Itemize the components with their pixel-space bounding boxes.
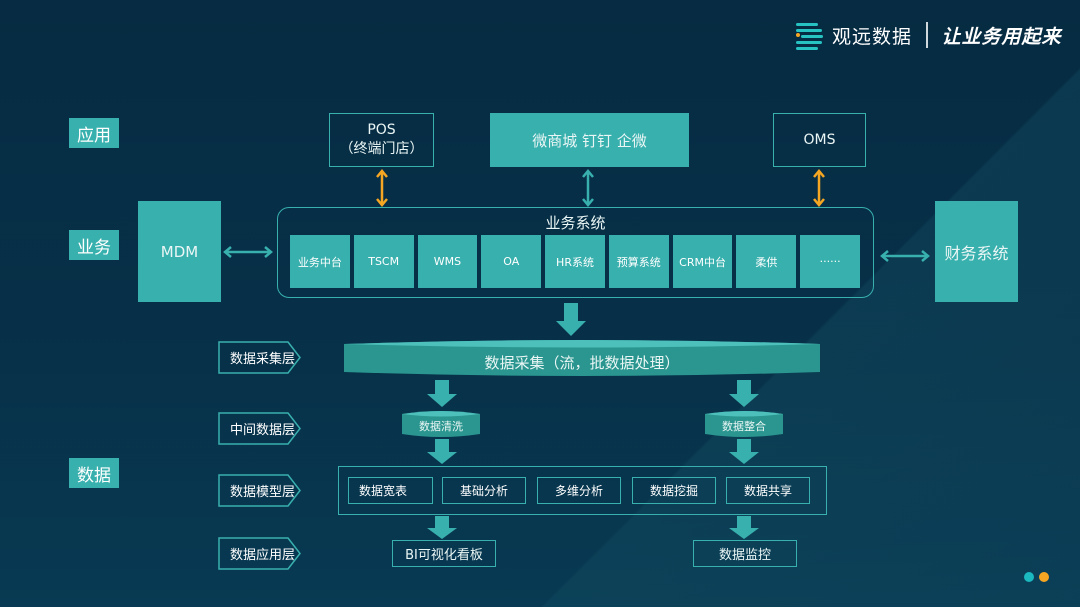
mdm-bidirectional-arrow-icon: [223, 246, 273, 258]
data-integration-label: 数据整合: [722, 420, 766, 433]
data-integration-cylinder: [705, 411, 783, 437]
model-box: 数据共享: [726, 477, 810, 504]
brand-slogan: 让业务用起来: [941, 25, 1062, 48]
data-model-group: [338, 466, 827, 515]
sublayer-label-collection: 数据采集层: [218, 341, 302, 374]
pos-title: POS: [367, 122, 396, 138]
data-collection-label: 数据采集（流，批数据处理）: [484, 353, 680, 372]
brand-name: 观远数据: [832, 25, 913, 48]
brand-divider: [926, 22, 928, 48]
finance-bidirectional-arrow-icon: [880, 250, 930, 262]
system-box: WMS: [417, 235, 478, 288]
down-arrow-icon: [729, 439, 759, 464]
finance-system-box: 财务系统: [935, 201, 1018, 302]
sublayer-label-text: 数据模型层: [229, 485, 295, 500]
system-box: HR系统: [545, 235, 605, 288]
system-box: CRM中台: [672, 235, 733, 288]
system-box: TSCM: [353, 235, 414, 288]
system-box: 柔供: [736, 235, 797, 288]
model-box: 数据挖掘: [632, 477, 716, 504]
oms-bidirectional-arrow-icon: [813, 169, 825, 207]
pos-subtitle: （终端门店）: [339, 141, 424, 157]
layer-tag-business: 业务: [69, 230, 119, 260]
brand-header: 观远数据 让业务用起来: [796, 20, 1062, 50]
down-arrow-icon: [556, 303, 586, 336]
bi-dashboard-box: BI可视化看板: [392, 540, 496, 567]
sublayer-label-middle: 中间数据层: [218, 412, 302, 445]
system-box: 预算系统: [608, 235, 669, 288]
channels-bidirectional-arrow-icon: [582, 169, 594, 207]
pos-box: POS （终端门店）: [329, 113, 434, 167]
data-cleaning-cylinder: [402, 411, 480, 437]
model-box: 基础分析: [442, 477, 526, 504]
sublayer-label-model: 数据模型层: [218, 474, 302, 507]
lines-logo-icon: [796, 22, 824, 50]
down-arrow-icon: [729, 516, 759, 539]
system-box: OA: [481, 235, 542, 288]
data-monitoring-box: 数据监控: [693, 540, 797, 567]
data-cleaning-label: 数据清洗: [419, 420, 463, 433]
data-collection-cylinder: [344, 340, 820, 376]
pagination-dot: [1039, 572, 1049, 582]
system-box: 业务中台: [290, 235, 350, 288]
system-box: ······: [800, 235, 861, 288]
business-systems-group: 业务系统: [277, 207, 874, 298]
model-box: 多维分析: [537, 477, 621, 504]
pagination-dot: [1024, 572, 1034, 582]
down-arrow-icon: [427, 439, 457, 464]
sublayer-label-text: 数据应用层: [229, 548, 295, 563]
sublayer-label-application: 数据应用层: [218, 537, 302, 570]
sublayer-label-text: 中间数据层: [229, 423, 295, 438]
sublayer-label-text: 数据采集层: [229, 352, 295, 367]
down-arrow-icon: [427, 380, 457, 407]
model-box: 数据宽表: [348, 477, 433, 504]
down-arrow-icon: [729, 380, 759, 407]
business-systems-row: 业务中台 TSCM WMS OA HR系统 预算系统 CRM中台 柔供 ····…: [290, 235, 861, 288]
down-arrow-icon: [427, 516, 457, 539]
channels-box: 微商城 钉钉 企微: [490, 113, 689, 167]
business-systems-title: 业务系统: [545, 214, 606, 232]
layer-tag-app: 应用: [69, 118, 119, 148]
oms-box: OMS: [773, 113, 866, 167]
mdm-box: MDM: [138, 201, 221, 302]
pos-bidirectional-arrow-icon: [376, 169, 388, 207]
layer-tag-data: 数据: [69, 458, 119, 488]
